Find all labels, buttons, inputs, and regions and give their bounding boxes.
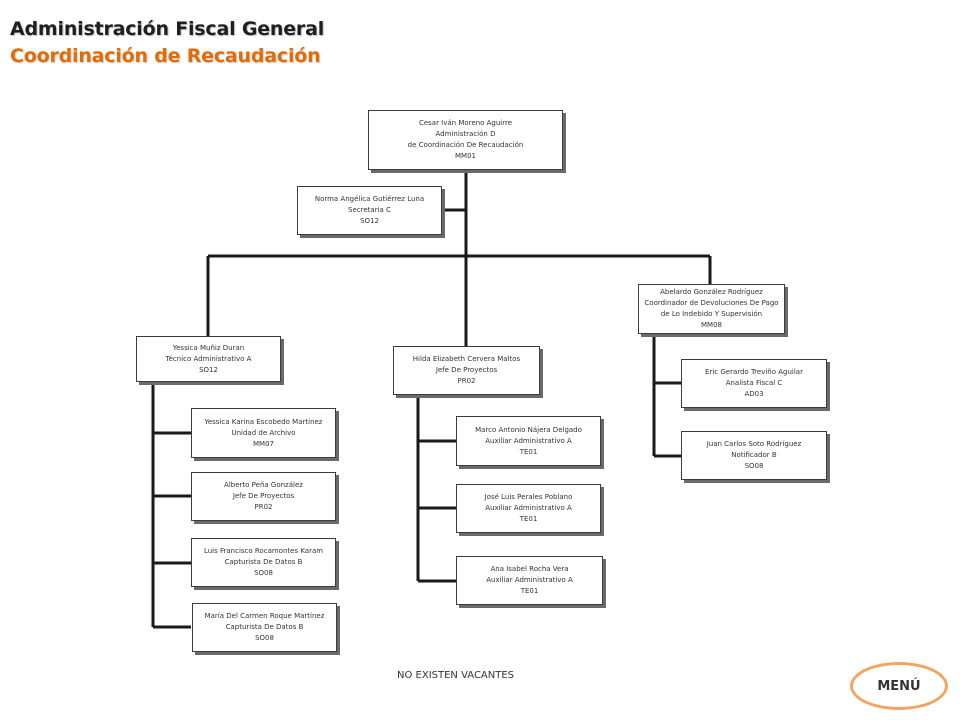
node-code: SO12 bbox=[199, 365, 218, 374]
node-title: Jefe De Proyectos bbox=[435, 366, 498, 374]
node-title: Analista Fiscal C bbox=[725, 379, 783, 387]
node-title: Secretaria C bbox=[348, 206, 391, 214]
node-name: José Luis Perales Poblano bbox=[484, 493, 573, 501]
node-name: Abelardo González Rodríguez bbox=[660, 288, 763, 296]
page-subtitle: Coordinación de Recaudación bbox=[10, 45, 321, 67]
node-name: Eric Gerardo Treviño Aguilar bbox=[705, 368, 803, 376]
page-title: Administración Fiscal General bbox=[10, 18, 325, 40]
node-title: Auxiliar Administrativo A bbox=[485, 504, 572, 512]
vacancies-note: NO EXISTEN VACANTES bbox=[397, 670, 515, 681]
node-name: Yessica Muñiz Duran bbox=[172, 343, 245, 352]
menu-button[interactable]: MENÚ bbox=[850, 662, 948, 710]
org-node-left-1: Yessica Karina Escobedo Martínez Unidad … bbox=[191, 408, 336, 458]
org-node-left-2: Alberto Peña González Jefe De Proyectos … bbox=[191, 472, 336, 521]
menu-button-label: MENÚ bbox=[877, 678, 921, 694]
node-code: SO08 bbox=[254, 569, 273, 577]
org-node-mid-2: José Luis Perales Poblano Auxiliar Admin… bbox=[456, 484, 601, 533]
org-node-secretary: Norma Angélica Gutiérrez Luna Secretaria… bbox=[297, 186, 442, 235]
node-name: Cesar Iván Moreno Aguirre bbox=[418, 119, 513, 127]
org-node-mid-3: Ana Isabel Rocha Vera Auxiliar Administr… bbox=[456, 556, 603, 605]
node-title: Jefe De Proyectos bbox=[232, 492, 295, 500]
node-name: Yessica Karina Escobedo Martínez bbox=[204, 417, 323, 426]
node-name: Ana Isabel Rocha Vera bbox=[490, 565, 569, 573]
node-title: Auxiliar Administrativo A bbox=[486, 576, 573, 584]
node-title: Administración D bbox=[435, 130, 496, 138]
node-title: Unidad de Archivo bbox=[231, 428, 296, 437]
org-node-mid-head: Hilda Elizabeth Cervera Maltos Jefe De P… bbox=[393, 346, 540, 395]
org-node-right-1: Eric Gerardo Treviño Aguilar Analista Fi… bbox=[681, 359, 827, 408]
node-title: Capturista De Datos B bbox=[225, 623, 304, 631]
node-title: Capturista De Datos B bbox=[224, 558, 303, 566]
node-code: TE01 bbox=[519, 447, 538, 456]
node-code: PR02 bbox=[254, 503, 273, 511]
node-name: Luis Francisco Rocamontes Karam bbox=[203, 547, 324, 555]
org-node-right-2: Juan Carlos Soto Rodríguez Notificador B… bbox=[681, 431, 827, 480]
node-name: Juan Carlos Soto Rodríguez bbox=[706, 440, 802, 448]
node-code: AD03 bbox=[744, 390, 764, 398]
node-name: Marco Antonio Nájera Delgado bbox=[475, 425, 582, 434]
org-node-left-head: Yessica Muñiz Duran Técnico Administrati… bbox=[136, 336, 281, 382]
node-code: TE01 bbox=[520, 587, 539, 595]
node-title: Técnico Administrativo A bbox=[165, 354, 252, 363]
org-node-right-head: Abelardo González Rodríguez Coordinador … bbox=[638, 284, 785, 334]
node-code: SO08 bbox=[255, 634, 274, 642]
node-title-line2: de Lo Indebido Y Supervisión bbox=[660, 310, 763, 318]
org-node-left-3: Luis Francisco Rocamontes Karam Capturis… bbox=[191, 538, 336, 587]
node-name: Hilda Elizabeth Cervera Maltos bbox=[412, 355, 521, 363]
node-title: Coordinador de Devoluciones De Pago bbox=[644, 299, 779, 307]
node-code: TE01 bbox=[519, 515, 538, 523]
node-name: María Del Carmen Roque Martínez bbox=[204, 612, 325, 620]
node-name: Alberto Peña González bbox=[224, 481, 303, 489]
node-code: MM07 bbox=[253, 439, 274, 448]
org-node-root: Cesar Iván Moreno Aguirre Administración… bbox=[368, 110, 563, 170]
node-title-line2: de Coordinación De Recaudación bbox=[407, 141, 524, 149]
node-title: Notificador B bbox=[731, 451, 777, 459]
node-name: Norma Angélica Gutiérrez Luna bbox=[314, 195, 425, 203]
node-title: Auxiliar Administrativo A bbox=[485, 436, 572, 445]
node-code: MM01 bbox=[455, 152, 476, 160]
node-code: PR02 bbox=[457, 377, 476, 385]
org-node-left-4: María Del Carmen Roque Martínez Capturis… bbox=[192, 603, 337, 652]
org-node-mid-1: Marco Antonio Nájera Delgado Auxiliar Ad… bbox=[456, 416, 601, 466]
node-code: SO08 bbox=[744, 462, 764, 470]
node-code: SO12 bbox=[360, 217, 379, 225]
node-code: MM08 bbox=[701, 321, 722, 329]
